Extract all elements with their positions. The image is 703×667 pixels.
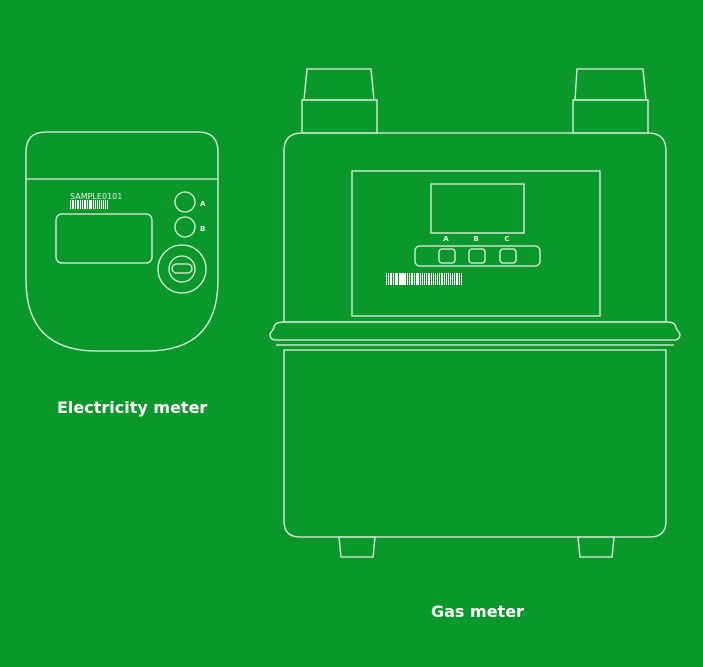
barcode-bar <box>82 200 83 209</box>
barcode-bar <box>89 200 92 209</box>
barcode-bar <box>444 273 445 285</box>
barcode-bar <box>461 273 462 285</box>
barcode-bar <box>411 273 413 285</box>
barcode-bar <box>93 200 94 209</box>
barcode-bar <box>99 200 100 209</box>
barcode-bar <box>103 200 104 209</box>
barcode-bar <box>84 200 86 209</box>
barcode-bar <box>70 200 71 209</box>
barcode-bar <box>441 273 443 285</box>
barcode-bar <box>424 273 425 285</box>
electricity-button-b-label: B <box>200 225 205 233</box>
barcode-bar <box>414 273 415 285</box>
gas-button-c <box>499 248 517 264</box>
barcode-bar <box>431 273 432 285</box>
barcode-bar <box>87 200 88 209</box>
electricity-meter-illustration: SAMPLE0101 A B <box>25 131 219 352</box>
barcode-bar <box>95 200 96 209</box>
barcode-bar <box>77 200 79 209</box>
gas-button-panel <box>414 245 541 267</box>
gas-button-c-label: C <box>504 235 509 243</box>
barcode-bar <box>390 273 392 285</box>
barcode-bar <box>456 273 458 285</box>
barcode-bar <box>420 273 421 285</box>
electricity-dial-outer <box>157 244 207 294</box>
barcode-bar <box>72 200 74 209</box>
barcode-bar <box>428 273 430 285</box>
electricity-button-a-label: A <box>200 200 206 208</box>
electricity-button-a <box>174 191 196 213</box>
barcode-bar <box>399 273 406 285</box>
barcode-bar <box>454 273 455 285</box>
barcode-bar <box>97 200 98 209</box>
electricity-display <box>55 213 153 264</box>
gas-display <box>430 183 525 234</box>
barcode-bar <box>409 273 410 285</box>
gas-meter-caption: Gas meter <box>431 602 524 621</box>
barcode-bar <box>386 273 387 285</box>
gas-button-b <box>468 248 486 264</box>
barcode-bar <box>80 200 81 209</box>
barcode-bar <box>435 273 436 285</box>
electricity-meter-caption: Electricity meter <box>57 398 208 417</box>
barcode-bar <box>395 273 398 285</box>
barcode-bar <box>426 273 427 285</box>
gas-meter-illustration: A B C <box>269 68 681 558</box>
barcode-bar <box>446 273 447 285</box>
barcode-bar <box>105 200 106 209</box>
barcode-bar <box>459 273 460 285</box>
barcode-bar <box>433 273 434 285</box>
barcode-bar <box>452 273 453 285</box>
barcode-bar <box>388 273 389 285</box>
barcode-bar <box>393 273 394 285</box>
electricity-button-b <box>174 216 196 238</box>
gas-button-a <box>438 248 456 264</box>
gas-barcode <box>386 273 462 285</box>
barcode-bar <box>422 273 423 285</box>
barcode-bar <box>437 273 438 285</box>
barcode-bar <box>416 273 419 285</box>
electricity-serial: SAMPLE0101 <box>70 192 122 201</box>
barcode-bar <box>439 273 440 285</box>
gas-button-a-label: A <box>443 235 449 243</box>
electricity-keyslot <box>171 263 193 274</box>
gas-faceplate <box>351 170 601 317</box>
barcode-bar <box>448 273 449 285</box>
barcode-bar <box>101 200 102 209</box>
electricity-barcode <box>70 200 108 209</box>
barcode-bar <box>407 273 408 285</box>
barcode-bar <box>107 200 108 209</box>
barcode-bar <box>75 200 76 209</box>
barcode-bar <box>450 273 451 285</box>
gas-button-b-label: B <box>473 235 478 243</box>
